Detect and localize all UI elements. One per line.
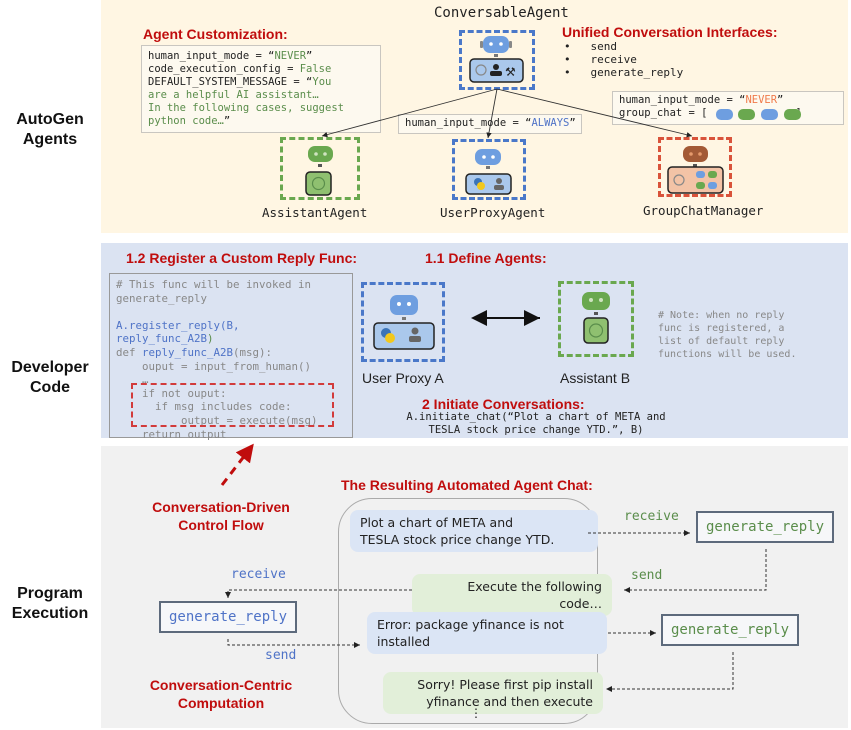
group-chat-members-list-icons xyxy=(716,109,801,120)
groupchat-members-icon xyxy=(667,166,724,194)
section-label-program: Program Execution xyxy=(11,585,89,622)
user-proxy-a-label: User Proxy A xyxy=(362,370,444,386)
assistant-b-openai-icon xyxy=(583,317,609,344)
custom-reply-code-box: # This func will be invoked in generate_… xyxy=(109,273,353,441)
conversable-agent-box xyxy=(459,30,535,90)
agent-customization-title: Agent Customization: xyxy=(143,26,288,42)
assistant-agent-name: AssistantAgent xyxy=(262,205,368,220)
unified-interfaces-title: Unified Conversation Interfaces: xyxy=(562,24,778,40)
register-reply-title: 1.2 Register a Custom Reply Func: xyxy=(126,250,358,266)
userproxy-agent-box xyxy=(452,139,526,200)
highlighted-control-flow-box xyxy=(131,383,334,427)
receive-label-right: receive xyxy=(624,509,679,524)
interface-item-send: • send xyxy=(564,40,617,53)
initiate-code-line-2: TESLA stock price change YTD.”, B) xyxy=(428,424,644,436)
chat-message-2: Execute the following code… xyxy=(412,574,612,616)
chat-message-1: Plot a chart of META and TESLA stock pri… xyxy=(350,510,598,552)
control-flow-label: Conversation-Driven Control Flow xyxy=(152,499,290,533)
groupchat-manager-name: GroupChatManager xyxy=(643,203,764,218)
conversable-agent-title: ConversableAgent xyxy=(434,5,569,21)
userproxy-python-human-icon xyxy=(465,173,512,195)
generate-reply-right-mid: generate_reply xyxy=(661,614,800,646)
assistant-b-label: Assistant B xyxy=(560,370,631,386)
more-messages-ellipsis: ⋮ xyxy=(470,706,482,720)
assistant-agent-box xyxy=(280,137,360,200)
send-label-right: send xyxy=(631,568,663,583)
computation-label: Conversation-Centric Computation xyxy=(149,677,293,711)
interfaces-list: • send • receive • generate_reply xyxy=(564,40,683,79)
conversable-robot-icon xyxy=(480,36,512,57)
groupchat-robot-icon xyxy=(683,146,708,167)
userproxy-config-box: human_input_mode = “ALWAYS” xyxy=(398,114,582,134)
assistant-b-box xyxy=(558,281,634,357)
control-flow-arrow xyxy=(220,443,254,486)
customization-code-box: human_input_mode = “NEVER” code_executio… xyxy=(141,45,381,133)
conversable-capabilities-icon: ⚒ xyxy=(469,58,524,83)
receive-label-left: receive xyxy=(231,567,286,582)
user-proxy-a-box xyxy=(361,282,445,362)
program-flow-connectors xyxy=(225,530,767,692)
default-reply-note: # Note: when no reply func is registered… xyxy=(658,310,797,360)
userproxy-agent-name: UserProxyAgent xyxy=(440,205,546,220)
chat-message-4: Sorry! Please first pip install yfinance… xyxy=(383,672,603,714)
send-label-left: send xyxy=(265,648,297,663)
generate-reply-left: generate_reply xyxy=(159,601,298,633)
svg-text:⚒: ⚒ xyxy=(505,65,516,79)
section-label-developer: Developer Code xyxy=(11,359,89,396)
assistant-b-robot-icon xyxy=(582,292,610,315)
assistant-robot-icon xyxy=(308,146,333,167)
resulting-chat-title: The Resulting Automated Agent Chat: xyxy=(341,477,593,493)
interface-item-receive: • receive xyxy=(564,53,637,66)
initiate-code-line-1: A.initiate_chat(“Plot a chart of META an… xyxy=(406,411,666,423)
userproxy-robot-icon xyxy=(475,149,501,169)
groupchat-manager-box xyxy=(658,137,732,197)
initiate-chat-code: A.initiate_chat(“Plot a chart of META an… xyxy=(371,411,701,437)
interface-item-generate-reply: • generate_reply xyxy=(564,66,684,79)
initiate-conversations-title: 2 Initiate Conversations: xyxy=(422,396,585,412)
chat-message-3: Error: package yfinance is not installed xyxy=(367,612,607,654)
assistant-openai-icon xyxy=(305,171,332,196)
generate-reply-right-top: generate_reply xyxy=(696,511,835,543)
section-label-agents: AutoGen Agents xyxy=(16,111,84,148)
user-proxy-a-robot-icon xyxy=(390,295,418,320)
user-proxy-a-python-human-icon xyxy=(373,322,435,350)
define-agents-title: 1.1 Define Agents: xyxy=(425,250,547,266)
